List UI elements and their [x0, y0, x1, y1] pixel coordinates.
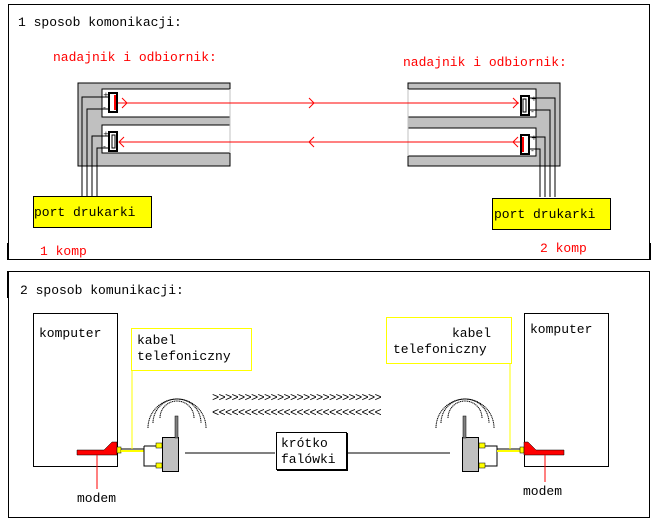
signal-arrows-back: <<<<<<<<<<<<<<<<<<<<<<<<<< [212, 406, 382, 420]
left-printer-port-label: port drukarki [34, 205, 136, 220]
right-phone-cable-label: kabel telefoniczny [386, 317, 512, 364]
right-computer-box [524, 313, 609, 467]
left-modem-label: modem [77, 491, 117, 506]
right-transceiver-label: nadajnik i odbiornik: [403, 55, 567, 70]
left-computer-box [33, 313, 118, 467]
svg-text:+: + [103, 91, 109, 99]
left-cable-label-line2: telefoniczny [137, 349, 231, 364]
svg-text:+: + [531, 95, 537, 103]
left-modem-card [76, 441, 122, 489]
right-computer-label: komputer [530, 322, 593, 337]
right-transceiver: + - + - [407, 82, 561, 197]
right-printer-port-label: port drukarki [494, 207, 596, 222]
svg-text:+: + [531, 134, 537, 142]
section1-frame [8, 4, 650, 260]
transmitter-led [108, 92, 118, 113]
svg-text:-: - [531, 107, 534, 116]
section2-frame [8, 271, 650, 518]
left-transceiver-label: nadajnik i odbiornik: [53, 50, 217, 65]
shortwave-label-box: krótko falówki [276, 432, 347, 470]
left-cable-label-line1: kabel [137, 333, 177, 348]
computer-1-label: 1 komp [40, 244, 87, 259]
svg-text:-: - [103, 142, 106, 151]
shortwave-label-line2: falówki [281, 452, 336, 467]
left-radio-transceiver [147, 398, 207, 472]
section1-title: 1 sposob komonikacji: [18, 15, 182, 30]
svg-text:-: - [531, 146, 534, 155]
left-transceiver: + - + - [77, 82, 231, 197]
signal-arrows-forward: >>>>>>>>>>>>>>>>>>>>>>>>>> [212, 391, 382, 405]
transmitter-led [520, 134, 530, 155]
right-modem-label: modem [523, 484, 563, 499]
light-beam-backward [118, 136, 520, 148]
computer-2-label: 2 komp [540, 241, 587, 256]
light-beam-forward [118, 97, 519, 109]
right-printer-port: port drukarki [492, 198, 611, 230]
left-phone-cable-label: kabel telefoniczny [131, 328, 252, 371]
shortwave-label-line1: krótko [281, 436, 328, 451]
left-computer-label: komputer [39, 326, 102, 341]
section2-title: 2 sposob komunikacji: [20, 283, 184, 298]
right-cable-label-line1: kabel [452, 326, 492, 341]
right-cable-label-line2: telefoniczny [393, 342, 487, 357]
left-printer-port: port drukarki [33, 196, 152, 228]
right-radio-transceiver [435, 398, 495, 472]
right-modem-card [519, 441, 565, 482]
svg-text:-: - [103, 103, 106, 112]
svg-text:+: + [103, 130, 109, 138]
